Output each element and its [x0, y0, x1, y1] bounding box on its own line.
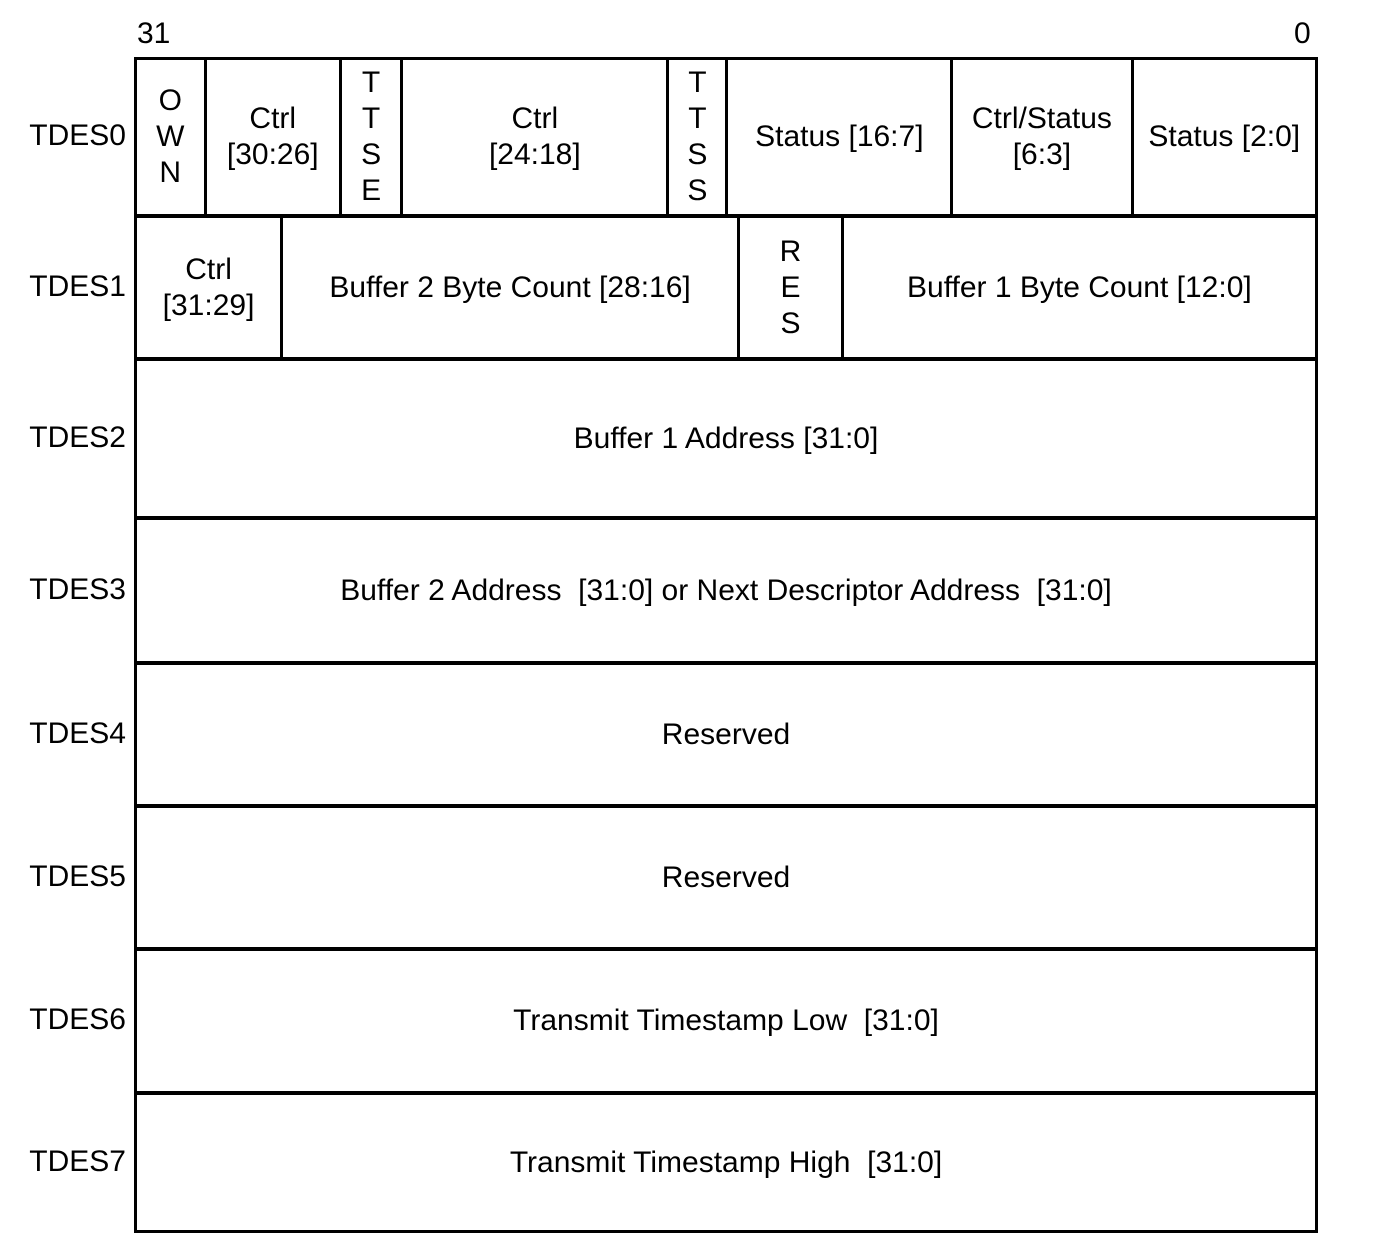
descriptor-table: O W N Ctrl [30:26] T T S E Ctrl [24:18] …	[134, 57, 1318, 1233]
field-reserved-tdes4: Reserved	[661, 717, 791, 751]
row-tdes1: Ctrl [31:29] Buffer 2 Byte Count [28:16]…	[137, 218, 1315, 361]
field-ttss: T T S S	[669, 60, 729, 214]
field-own: O W N	[137, 60, 207, 214]
row-label-tdes1: TDES1	[29, 269, 126, 303]
field-buffer2-byte-count: Buffer 2 Byte Count [28:16]	[283, 218, 741, 357]
field-reserved-tdes5: Reserved	[661, 860, 791, 894]
field-transmit-timestamp-low: Transmit Timestamp Low [31:0]	[513, 1004, 939, 1037]
row-tdes2: Buffer 1 Address [31:0]	[137, 361, 1315, 520]
row-label-tdes2: TDES2	[29, 420, 126, 454]
field-ctrl-24-18: Ctrl [24:18]	[403, 60, 670, 214]
row-tdes4: Reserved	[137, 665, 1315, 808]
field-status-16-7: Status [16:7]	[728, 60, 954, 214]
field-status-2-0: Status [2:0]	[1148, 120, 1301, 153]
field-buffer2-or-next-descriptor-address: Buffer 2 Address [31:0] or Next Descript…	[340, 573, 1112, 607]
row-label-tdes3: TDES3	[29, 572, 126, 606]
bit-index-31-label: 31	[137, 17, 171, 50]
row-tdes0: O W N Ctrl [30:26] T T S E Ctrl [24:18] …	[137, 60, 1315, 218]
bit-index-0-label: 0	[1294, 17, 1311, 50]
row-label-tdes0: TDES0	[29, 119, 126, 152]
field-buffer1-address: Buffer 1 Address [31:0]	[573, 421, 879, 455]
field-ttse: T T S E	[342, 60, 404, 214]
row-tdes7: Transmit Timestamp High [31:0]	[137, 1095, 1315, 1230]
row-label-tdes4: TDES4	[29, 716, 126, 750]
field-buffer1-byte-count: Buffer 1 Byte Count [12:0]	[907, 270, 1252, 304]
row-tdes5: Reserved	[137, 808, 1315, 951]
row-label-tdes5: TDES5	[29, 859, 126, 893]
field-ctrl-30-26: Ctrl [30:26]	[207, 60, 342, 214]
row-label-tdes7: TDES7	[29, 1144, 126, 1178]
field-ctrl-status-6-3: Ctrl/Status [6:3]	[953, 60, 1134, 214]
field-ctrl-31-29: Ctrl [31:29]	[137, 218, 284, 357]
row-tdes3: Buffer 2 Address [31:0] or Next Descript…	[137, 520, 1315, 665]
field-res: R E S	[740, 218, 844, 357]
field-transmit-timestamp-high: Transmit Timestamp High [31:0]	[509, 1145, 943, 1179]
row-label-tdes6: TDES6	[29, 1003, 126, 1036]
row-tdes6: Transmit Timestamp Low [31:0]	[137, 951, 1315, 1095]
